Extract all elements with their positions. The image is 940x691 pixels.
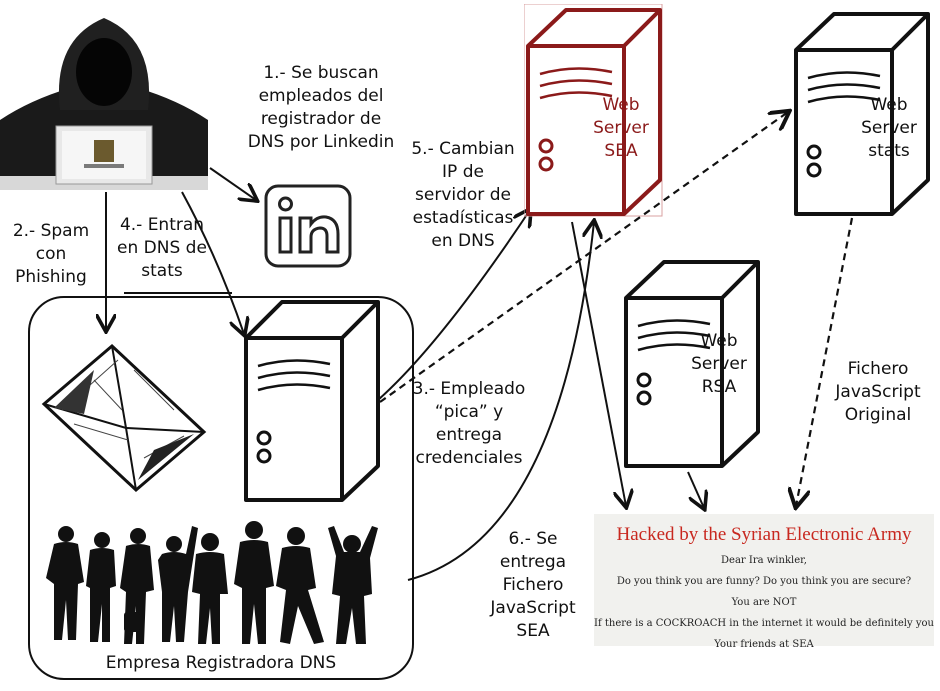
company-title: Empresa Registradora DNS — [105, 653, 337, 673]
step5-line: 5.- Cambian — [411, 139, 515, 159]
step6-label: 6.- Se entrega Fichero JavaScript SEA — [484, 528, 582, 643]
step5-line: servidor de — [415, 185, 511, 205]
step6-line: 6.- Se — [508, 529, 558, 549]
arrow-rsa-to-hacked — [687, 471, 704, 508]
step4-line: 4.- Entran — [119, 215, 205, 235]
sea-server-icon — [524, 4, 663, 217]
hacked-line: You are NOT — [731, 597, 797, 608]
original-js-line: Fichero — [847, 359, 909, 379]
original-js-line: JavaScript — [835, 382, 921, 402]
step1-line: empleados del — [258, 86, 384, 106]
arrow-hacker-to-dns-server — [181, 191, 244, 334]
step6-line: entrega — [499, 552, 567, 572]
step4-line: en DNS de — [117, 238, 207, 258]
step2-label: 2.- Spam con Phishing — [6, 220, 96, 289]
sea-label-line: Server — [593, 118, 649, 138]
step5-line: en DNS — [431, 231, 495, 251]
stats-server-icon — [794, 12, 930, 216]
original-js-label: Fichero JavaScript Original — [822, 358, 934, 427]
rsa-label-line: Web — [700, 331, 738, 351]
step4-line: stats — [141, 261, 183, 281]
arrow-stats-to-hacked — [796, 217, 854, 506]
envelope-icon — [41, 343, 207, 493]
step5-line: IP de — [442, 162, 484, 182]
hacked-line: If there is a COCKROACH in the internet … — [594, 618, 934, 629]
arrow-sea-to-hacked — [571, 221, 626, 506]
rsa-server-label: Web Server RSA — [682, 330, 756, 399]
step4-label: 4.- Entran en DNS de stats — [112, 214, 212, 283]
step2-line: 2.- Spam — [12, 221, 90, 241]
step1-line: registrador de — [260, 109, 382, 129]
step6-line: JavaScript — [490, 598, 576, 618]
step3-line: entrega — [435, 425, 503, 445]
people-silhouettes-icon — [46, 521, 378, 644]
step2-line: con — [35, 244, 67, 264]
sea-label-line: SEA — [604, 141, 638, 161]
arrow-hacker-to-linkedin — [209, 167, 256, 200]
step5-label: 5.- Cambian IP de servidor de estadístic… — [400, 138, 526, 253]
step3-line: 3.- Empleado — [412, 379, 526, 399]
step3-label: 3.- Empleado “pica” y entrega credencial… — [404, 378, 534, 470]
hacked-line: Dear Ira winkler, — [721, 555, 807, 566]
stats-label-line: Server — [861, 118, 917, 138]
hacked-line: Your friends at SEA — [714, 639, 814, 650]
step5-line: estadísticas — [412, 208, 514, 228]
arrow-dns-to-sea — [377, 210, 530, 401]
hacked-title: Hacked by the Syrian Electronic Army — [616, 524, 912, 545]
sea-label-line: Web — [602, 95, 640, 115]
hacked-line: Do you think you are funny? Do you think… — [616, 576, 912, 587]
step6-line: Fichero — [502, 575, 564, 595]
original-js-line: Original — [844, 405, 912, 425]
hacked-page-screenshot: Hacked by the Syrian Electronic Army Dea… — [594, 514, 934, 650]
step6-line: SEA — [516, 621, 550, 641]
step3-line: “pica” y — [434, 402, 504, 422]
dns-server-icon — [244, 300, 380, 502]
hooded-hacker-icon — [0, 0, 208, 190]
step1-label: 1.- Se buscan empleados del registrador … — [236, 62, 406, 154]
rsa-label-line: Server — [691, 354, 747, 374]
stats-label-line: stats — [868, 141, 910, 161]
company-box — [28, 296, 414, 680]
step1-line: DNS por Linkedin — [247, 132, 395, 152]
stats-label-line: Web — [870, 95, 908, 115]
arrow-people-to-sea — [407, 222, 594, 581]
rsa-label-line: RSA — [701, 377, 737, 397]
linkedin-icon — [264, 184, 352, 268]
sea-server-label: Web Server SEA — [584, 94, 658, 163]
step1-line: 1.- Se buscan — [263, 63, 379, 83]
step3-line: credenciales — [415, 448, 523, 468]
rsa-server-icon — [624, 260, 760, 468]
stats-server-label: Web Server stats — [852, 94, 926, 163]
step2-line: Phishing — [15, 267, 87, 287]
